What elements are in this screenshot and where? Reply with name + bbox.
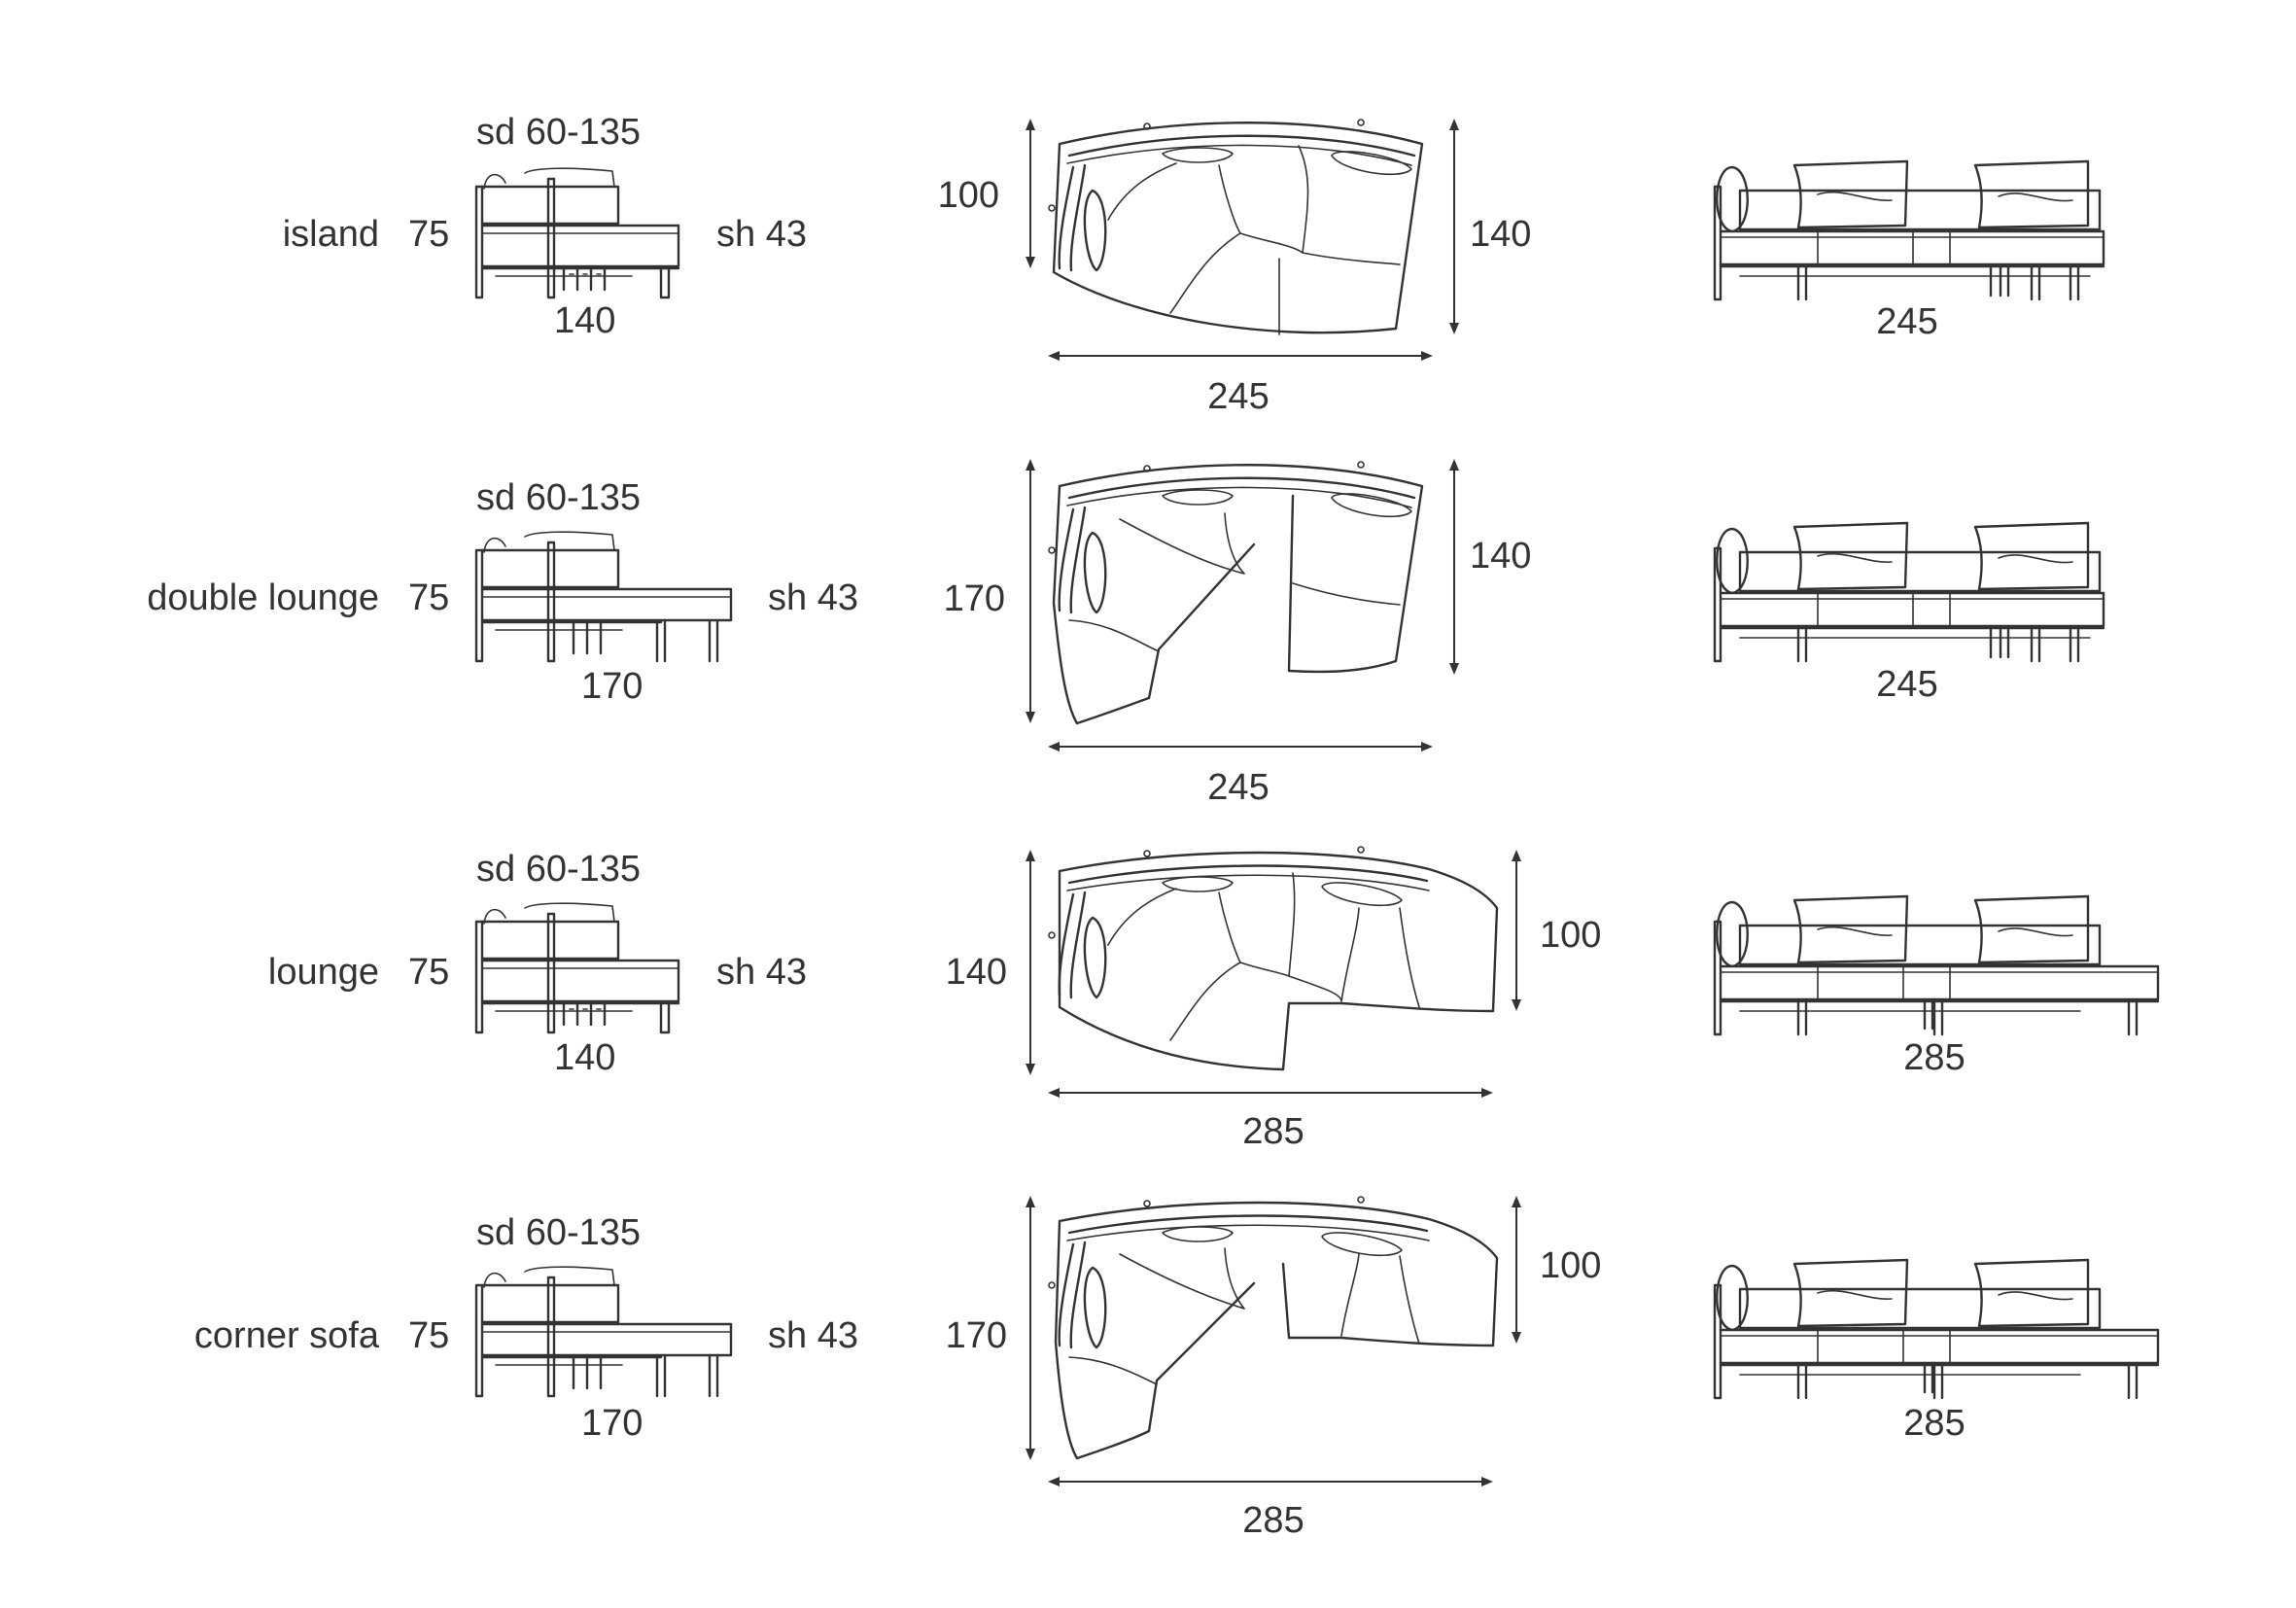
side-view-drawing — [474, 167, 680, 299]
row-double-lounge: sd 60-135 double lounge 75 sh 43 170 170… — [147, 459, 2105, 808]
seat-height-label: sh 43 — [716, 214, 807, 255]
side-width-label: 140 — [554, 1037, 615, 1078]
front-width-label: 285 — [1903, 1403, 1965, 1444]
model-name: corner sofa — [194, 1315, 380, 1356]
seat-height-label: sh 43 — [768, 1315, 858, 1356]
side-view-drawing — [474, 902, 680, 1034]
side-width-label: 170 — [581, 1403, 643, 1444]
side-view-drawing — [474, 531, 733, 663]
plan-width-label: 245 — [1207, 767, 1269, 808]
seat-depth-label: sd 60-135 — [476, 849, 641, 890]
front-width-label: 285 — [1903, 1037, 1965, 1078]
plan-view-drawing — [1048, 119, 1424, 335]
plan-depth-right-label: 140 — [1470, 214, 1531, 255]
plan-depth-left-label: 100 — [938, 175, 999, 216]
plan-width-label: 285 — [1242, 1500, 1304, 1541]
front-view-drawing — [1713, 1258, 2160, 1400]
plan-view-drawing — [1048, 461, 1424, 725]
row-corner-sofa: sd 60-135 corner sofa 75 sh 43 170 170 1… — [194, 1196, 2160, 1541]
plan-depth-left-label: 170 — [946, 1315, 1007, 1356]
height-label: 75 — [408, 952, 449, 993]
plan-width-label: 285 — [1242, 1111, 1304, 1152]
row-lounge: sd 60-135 lounge 75 sh 43 140 140 100 28… — [268, 846, 2160, 1152]
plan-view-drawing — [1048, 846, 1499, 1071]
side-view-drawing — [474, 1266, 733, 1398]
model-name: island — [283, 214, 379, 255]
row-island: sd 60-135 island 75 sh 43 140 100 140 24… — [283, 112, 2105, 417]
plan-width-label: 245 — [1207, 376, 1269, 417]
side-width-label: 170 — [581, 666, 643, 707]
seat-height-label: sh 43 — [716, 952, 807, 993]
seat-depth-label: sd 60-135 — [476, 477, 641, 518]
height-label: 75 — [408, 214, 449, 255]
front-view-drawing — [1713, 521, 2105, 663]
front-width-label: 245 — [1876, 301, 1937, 342]
plan-depth-right-label: 140 — [1470, 536, 1531, 577]
height-label: 75 — [408, 1315, 449, 1356]
model-name: double lounge — [147, 577, 379, 618]
seat-depth-label: sd 60-135 — [476, 1212, 641, 1253]
plan-depth-left-label: 170 — [944, 578, 1005, 619]
front-view-drawing — [1713, 159, 2105, 301]
seat-depth-label: sd 60-135 — [476, 112, 641, 153]
seat-height-label: sh 43 — [768, 577, 858, 618]
side-width-label: 140 — [554, 300, 615, 341]
plan-depth-right-label: 100 — [1540, 915, 1601, 956]
height-label: 75 — [408, 577, 449, 618]
front-width-label: 245 — [1876, 664, 1937, 705]
front-view-drawing — [1713, 894, 2160, 1036]
plan-depth-right-label: 100 — [1540, 1245, 1601, 1286]
plan-view-drawing — [1048, 1196, 1499, 1460]
model-name: lounge — [268, 952, 379, 993]
plan-depth-left-label: 140 — [946, 952, 1007, 993]
